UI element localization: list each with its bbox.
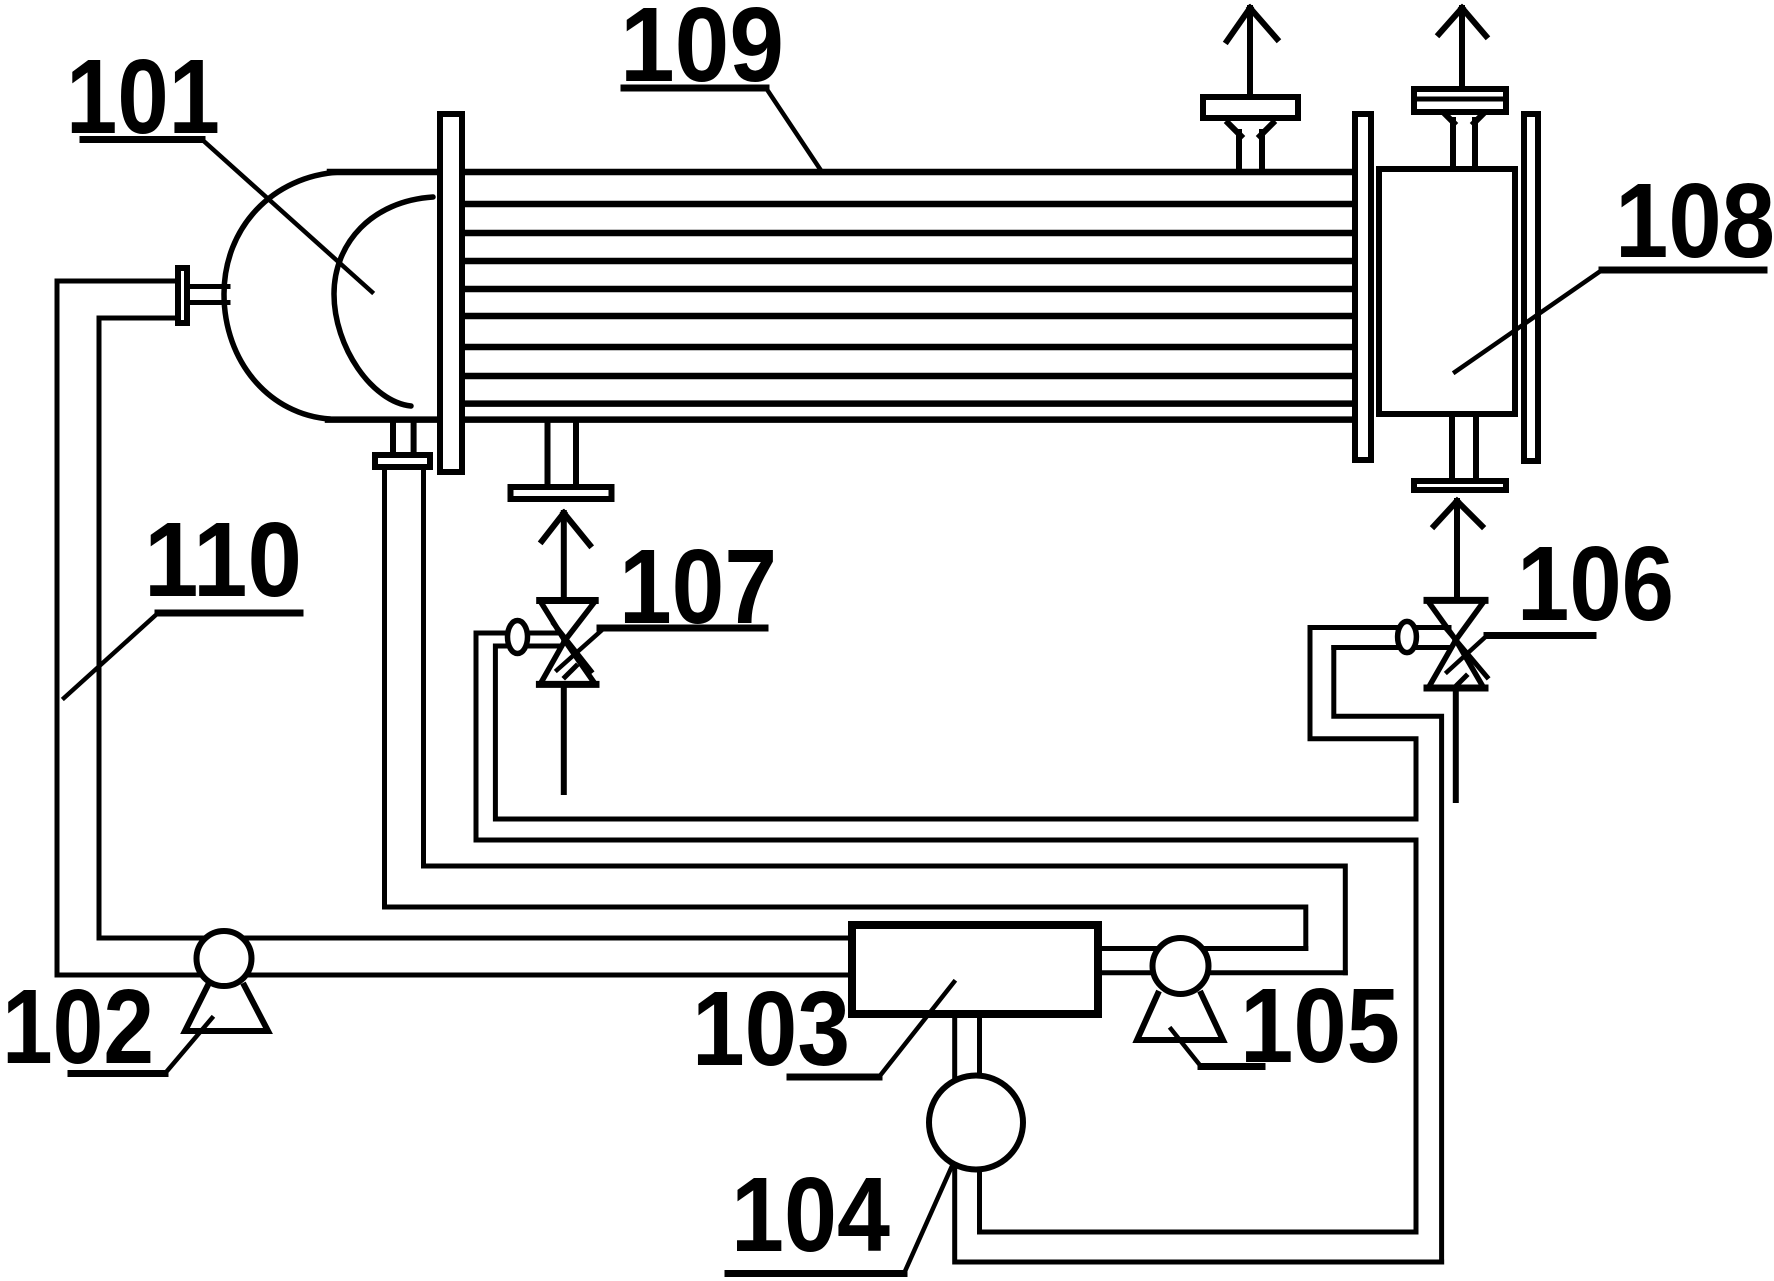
svg-text:104: 104 bbox=[731, 1156, 890, 1274]
svg-text:107: 107 bbox=[619, 528, 777, 646]
svg-text:103: 103 bbox=[692, 970, 850, 1088]
svg-text:102: 102 bbox=[2, 968, 154, 1086]
svg-text:106: 106 bbox=[1517, 525, 1674, 643]
svg-text:109: 109 bbox=[620, 0, 784, 104]
svg-text:101: 101 bbox=[66, 38, 220, 156]
svg-text:105: 105 bbox=[1240, 967, 1400, 1085]
svg-text:110: 110 bbox=[144, 501, 302, 619]
svg-text:108: 108 bbox=[1615, 162, 1774, 280]
